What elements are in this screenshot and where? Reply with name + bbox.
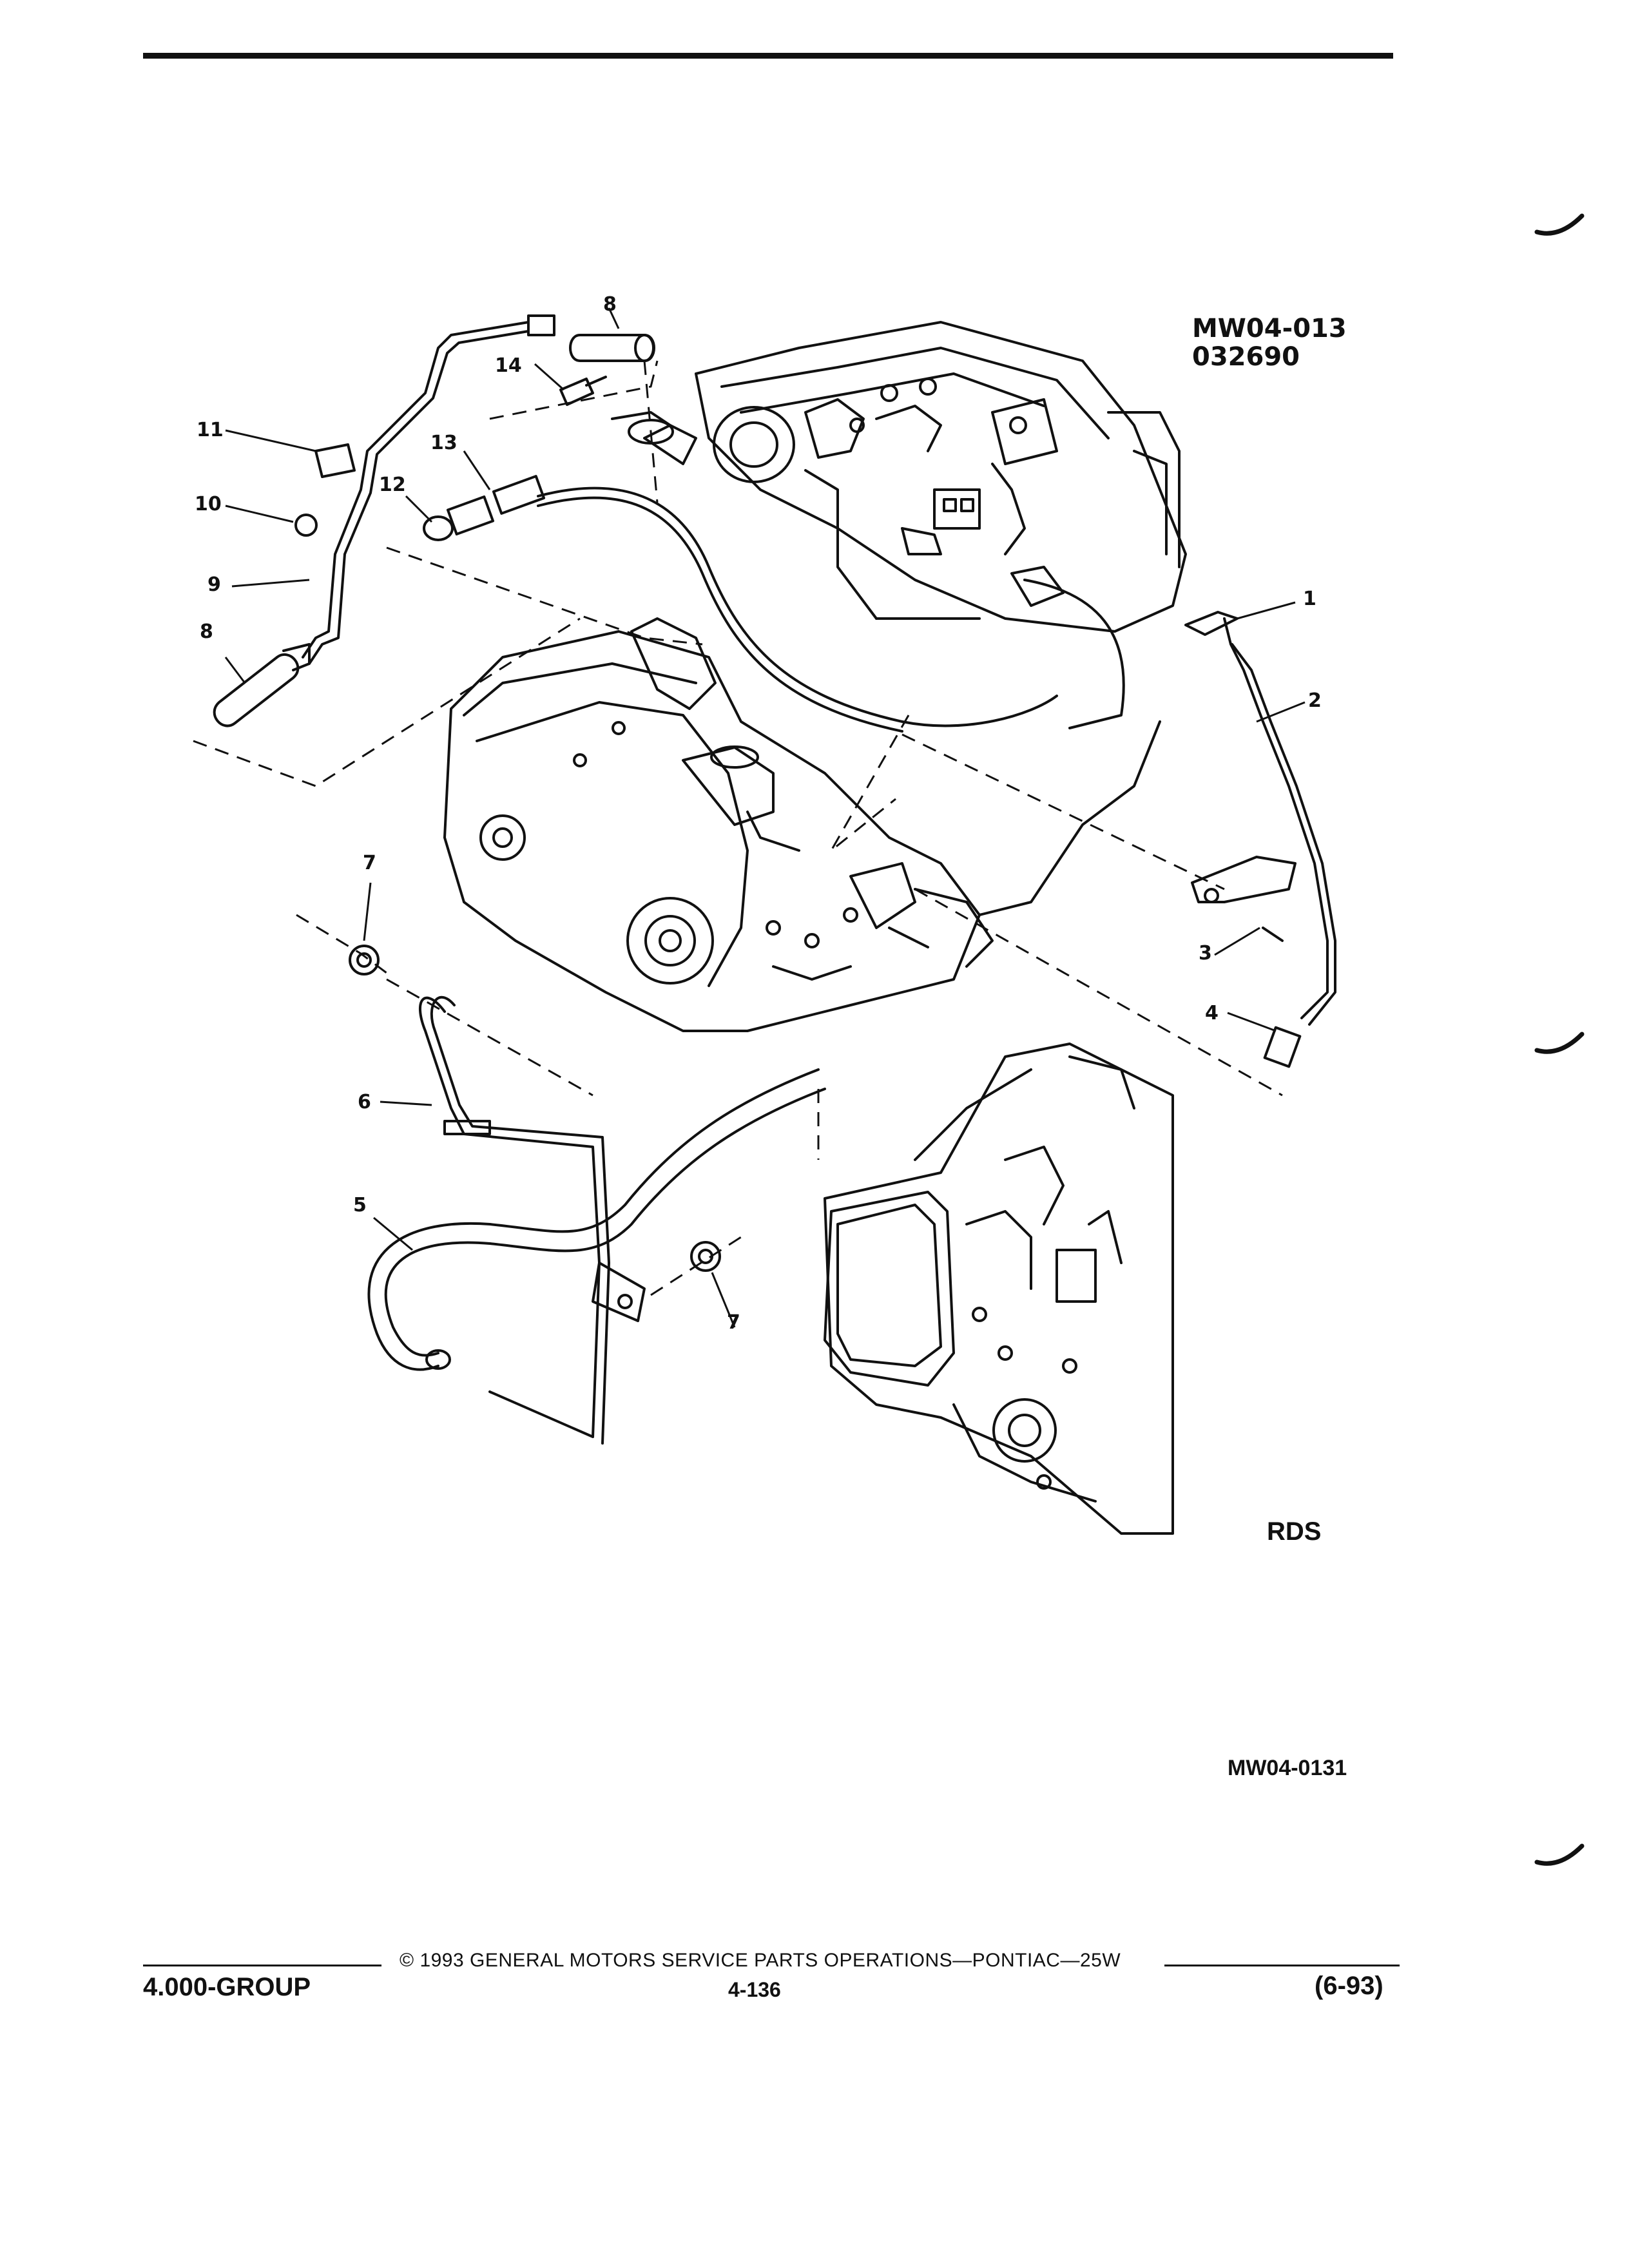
footer-group: 4.000-GROUP	[143, 1973, 311, 2001]
dipstick	[1184, 611, 1239, 636]
binder-mark-2	[1534, 1032, 1585, 1054]
callout-2: 2	[1308, 689, 1322, 712]
callout-8-top: 8	[603, 293, 617, 316]
callout-7-bottom: 7	[727, 1311, 740, 1334]
transaxle-assembly	[443, 617, 1161, 1032]
figure-id-line-1: MW04-013	[1192, 314, 1347, 343]
callout-13: 13	[430, 432, 458, 454]
figure-number: MW04-0131	[1228, 1756, 1347, 1780]
callout-14: 14	[495, 354, 522, 377]
cooler-pipe-9	[302, 321, 530, 658]
footer-page-number: 4-136	[728, 1978, 781, 2001]
callout-11: 11	[197, 419, 224, 441]
footer-date: (6-93)	[1315, 1972, 1383, 2000]
callout-3: 3	[1199, 942, 1212, 965]
callout-5: 5	[353, 1194, 367, 1216]
callout-9: 9	[207, 573, 221, 596]
footer-copyright: © 1993 GENERAL MOTORS SERVICE PARTS OPER…	[400, 1950, 1121, 1971]
valve-body-housing	[824, 1043, 1174, 1535]
figure-id: MW04-013 032690	[1192, 314, 1347, 371]
callout-10: 10	[195, 493, 222, 515]
callout-4: 4	[1205, 1002, 1219, 1024]
top-rule	[143, 53, 1393, 59]
footer-rule-left	[143, 1965, 381, 1966]
cable-assembly-main	[537, 486, 1058, 727]
footer-rule-right	[1164, 1965, 1400, 1966]
hose-5	[384, 1088, 826, 1357]
callout-8-bottom: 8	[200, 620, 213, 643]
callout-1: 1	[1303, 588, 1316, 610]
binder-mark-3	[1534, 1843, 1585, 1866]
callout-12: 12	[379, 474, 406, 496]
engine-throttle-body	[611, 321, 1187, 633]
binder-mark-1	[1534, 213, 1585, 236]
figure-id-line-2: 032690	[1192, 342, 1300, 372]
callout-7-top: 7	[363, 852, 376, 874]
callout-6: 6	[358, 1091, 371, 1113]
view-label: RDS	[1267, 1517, 1322, 1546]
